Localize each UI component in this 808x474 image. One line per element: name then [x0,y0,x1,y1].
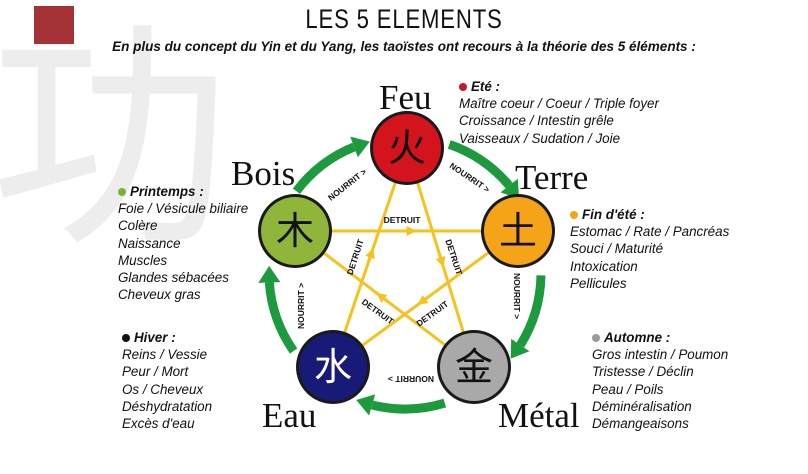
season-title-automne: Automne : [604,330,671,345]
element-name-bois: Bois [231,154,296,193]
nourrit-arc-feu-terre [447,140,513,189]
season-line: Démangeaisons [592,416,689,432]
season-line: Croissance / Intestin grêle [459,113,614,129]
season-line: Excès d'eau [122,416,195,432]
element-glyph-metal: 金 [455,345,493,389]
element-name-eau: Eau [262,396,317,435]
label-detruit-feu-metal: DETRUIT [443,238,464,277]
season-line: Naissance [118,235,181,251]
season-line: Maître coeur / Coeur / Triple foyer [459,96,659,112]
element-glyph-terre: 土 [499,209,537,253]
season-line: Peau / Poils [592,381,664,397]
nourrit-arrow-metal [510,338,530,359]
page-title: LES 5 ELEMENTS [305,4,503,34]
detruit-cycle [322,181,490,347]
label-nourrit-eau-bois: NOURRIT > [296,283,306,329]
element-circles: 火土金 水 木 [258,111,555,404]
season-line: Reins / Vessie [122,347,208,363]
season-automne: Automne : Gros intestin / Poumon Tristes… [592,329,728,432]
label-detruit-bois-terre: DETRUIT [384,215,422,225]
nourrit-arrow-terre [500,178,520,199]
season-line: Estomac / Rate / Pancréas [570,224,730,240]
season-line: Intoxication [570,258,638,274]
element-glyph-bois: 木 [276,209,314,253]
element-name-metal: Métal [498,396,580,435]
season-line: Muscles [118,252,168,268]
watermark-glyph: 功 [0,0,231,280]
season-printemps: Printemps : Foie / Vésicule biliaire Col… [118,183,248,303]
season-hiver: Hiver : Reins / Vessie Peur / Mort Os / … [122,329,212,432]
page-subtitle: En plus du concept du Yin et du Yang, le… [112,39,696,54]
season-line: Os / Cheveux [122,381,204,397]
corner-square [34,6,74,44]
label-detruit-metal-bois: DETRUIT [360,297,396,327]
season-line: Glandes sébacées [118,270,229,286]
season-title-hiver: Hiver : [134,330,176,345]
label-nourrit-bois-feu: NOURRIT > [326,167,368,203]
season-line: Pellicules [570,275,627,291]
season-line: Cheveux gras [118,287,201,303]
season-line: Vaisseaux / Sudation / Joie [459,130,621,146]
label-nourrit-terre-metal: NOURRIT > [512,273,522,319]
season-line: Souci / Maturité [570,241,664,257]
nourrit-arc-terre-metal [516,275,546,348]
season-line: Foie / Vésicule biliaire [118,201,249,217]
element-name-terre: Terre [515,158,589,197]
season-line: Colère [118,218,158,234]
season-line: Déshydratation [122,398,213,414]
season-line: Déminéralisation [592,398,692,414]
season-dot-printemps [118,187,126,196]
element-circle-terre [484,197,552,265]
nourrit-arrow-feu [350,136,370,158]
nourrit-cycle [258,136,546,416]
season-line: Peur / Mort [122,364,189,380]
detruit-arrow-eau-feu [365,248,375,262]
season-dot-ete [459,82,467,91]
element-circle-feu [373,114,441,182]
element-circle-metal [440,333,508,401]
season-line: Tristesse / Déclin [592,364,694,380]
detruit-arrow-metal-bois [376,292,389,303]
season-dot-hiver [122,333,130,342]
detruit-arrow-terre-eau [417,294,430,305]
label-detruit-eau-feu: DETRUIT [345,237,366,276]
season-fin-ete: Fin d'été : Estomac / Rate / Pancréas So… [570,206,729,292]
element-name-feu: Feu [379,78,432,117]
element-circle-eau [299,333,367,401]
season-dot-fin-ete [570,210,578,219]
element-glyph-eau: 水 [314,345,352,389]
season-ete: Eté : Maître coeur / Coeur / Triple foye… [459,78,659,147]
nourrit-arrow-bois [258,265,281,283]
nourrit-arc-bois-feu [292,142,356,194]
season-title-printemps: Printemps : [130,184,204,199]
season-title-fin-ete: Fin d'été : [582,207,645,222]
season-line: Gros intestin / Poumon [592,347,729,363]
nourrit-arc-eau-bois [264,282,298,354]
element-circle-bois [261,197,329,265]
season-dot-automne [592,333,600,342]
detruit-arrow-feu-metal [435,253,446,268]
element-glyph-feu: 火 [388,126,426,170]
label-nourrit-metal-eau: NOURRIT > [388,374,434,384]
season-title-ete: Eté : [471,79,501,94]
nourrit-arc-metal-eau [371,398,447,414]
nourrit-arrow-eau [356,394,376,416]
